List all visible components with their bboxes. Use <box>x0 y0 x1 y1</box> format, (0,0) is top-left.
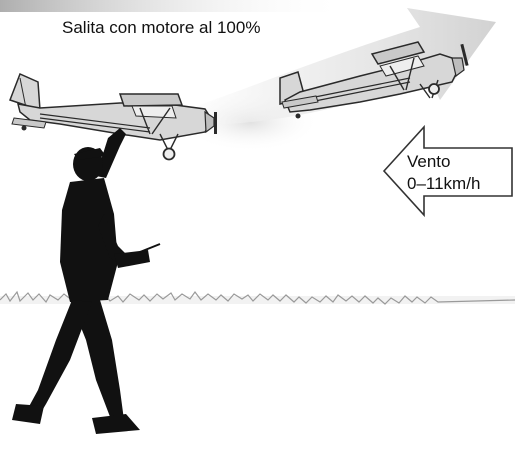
transmitter-icon <box>114 243 161 268</box>
airplane-icon <box>9 72 217 161</box>
climb-label: Salita con motore al 100% <box>62 18 261 37</box>
wind-speed-label: 0–11km/h <box>407 174 481 193</box>
pilot-silhouette-icon <box>12 128 161 434</box>
grass-strip <box>0 290 515 305</box>
wind-arrow-icon <box>382 124 513 218</box>
airplane-icon <box>279 41 469 119</box>
climb-arrow-icon <box>150 8 496 125</box>
header-shade <box>0 0 350 12</box>
wind-title-label: Vento <box>407 152 451 171</box>
